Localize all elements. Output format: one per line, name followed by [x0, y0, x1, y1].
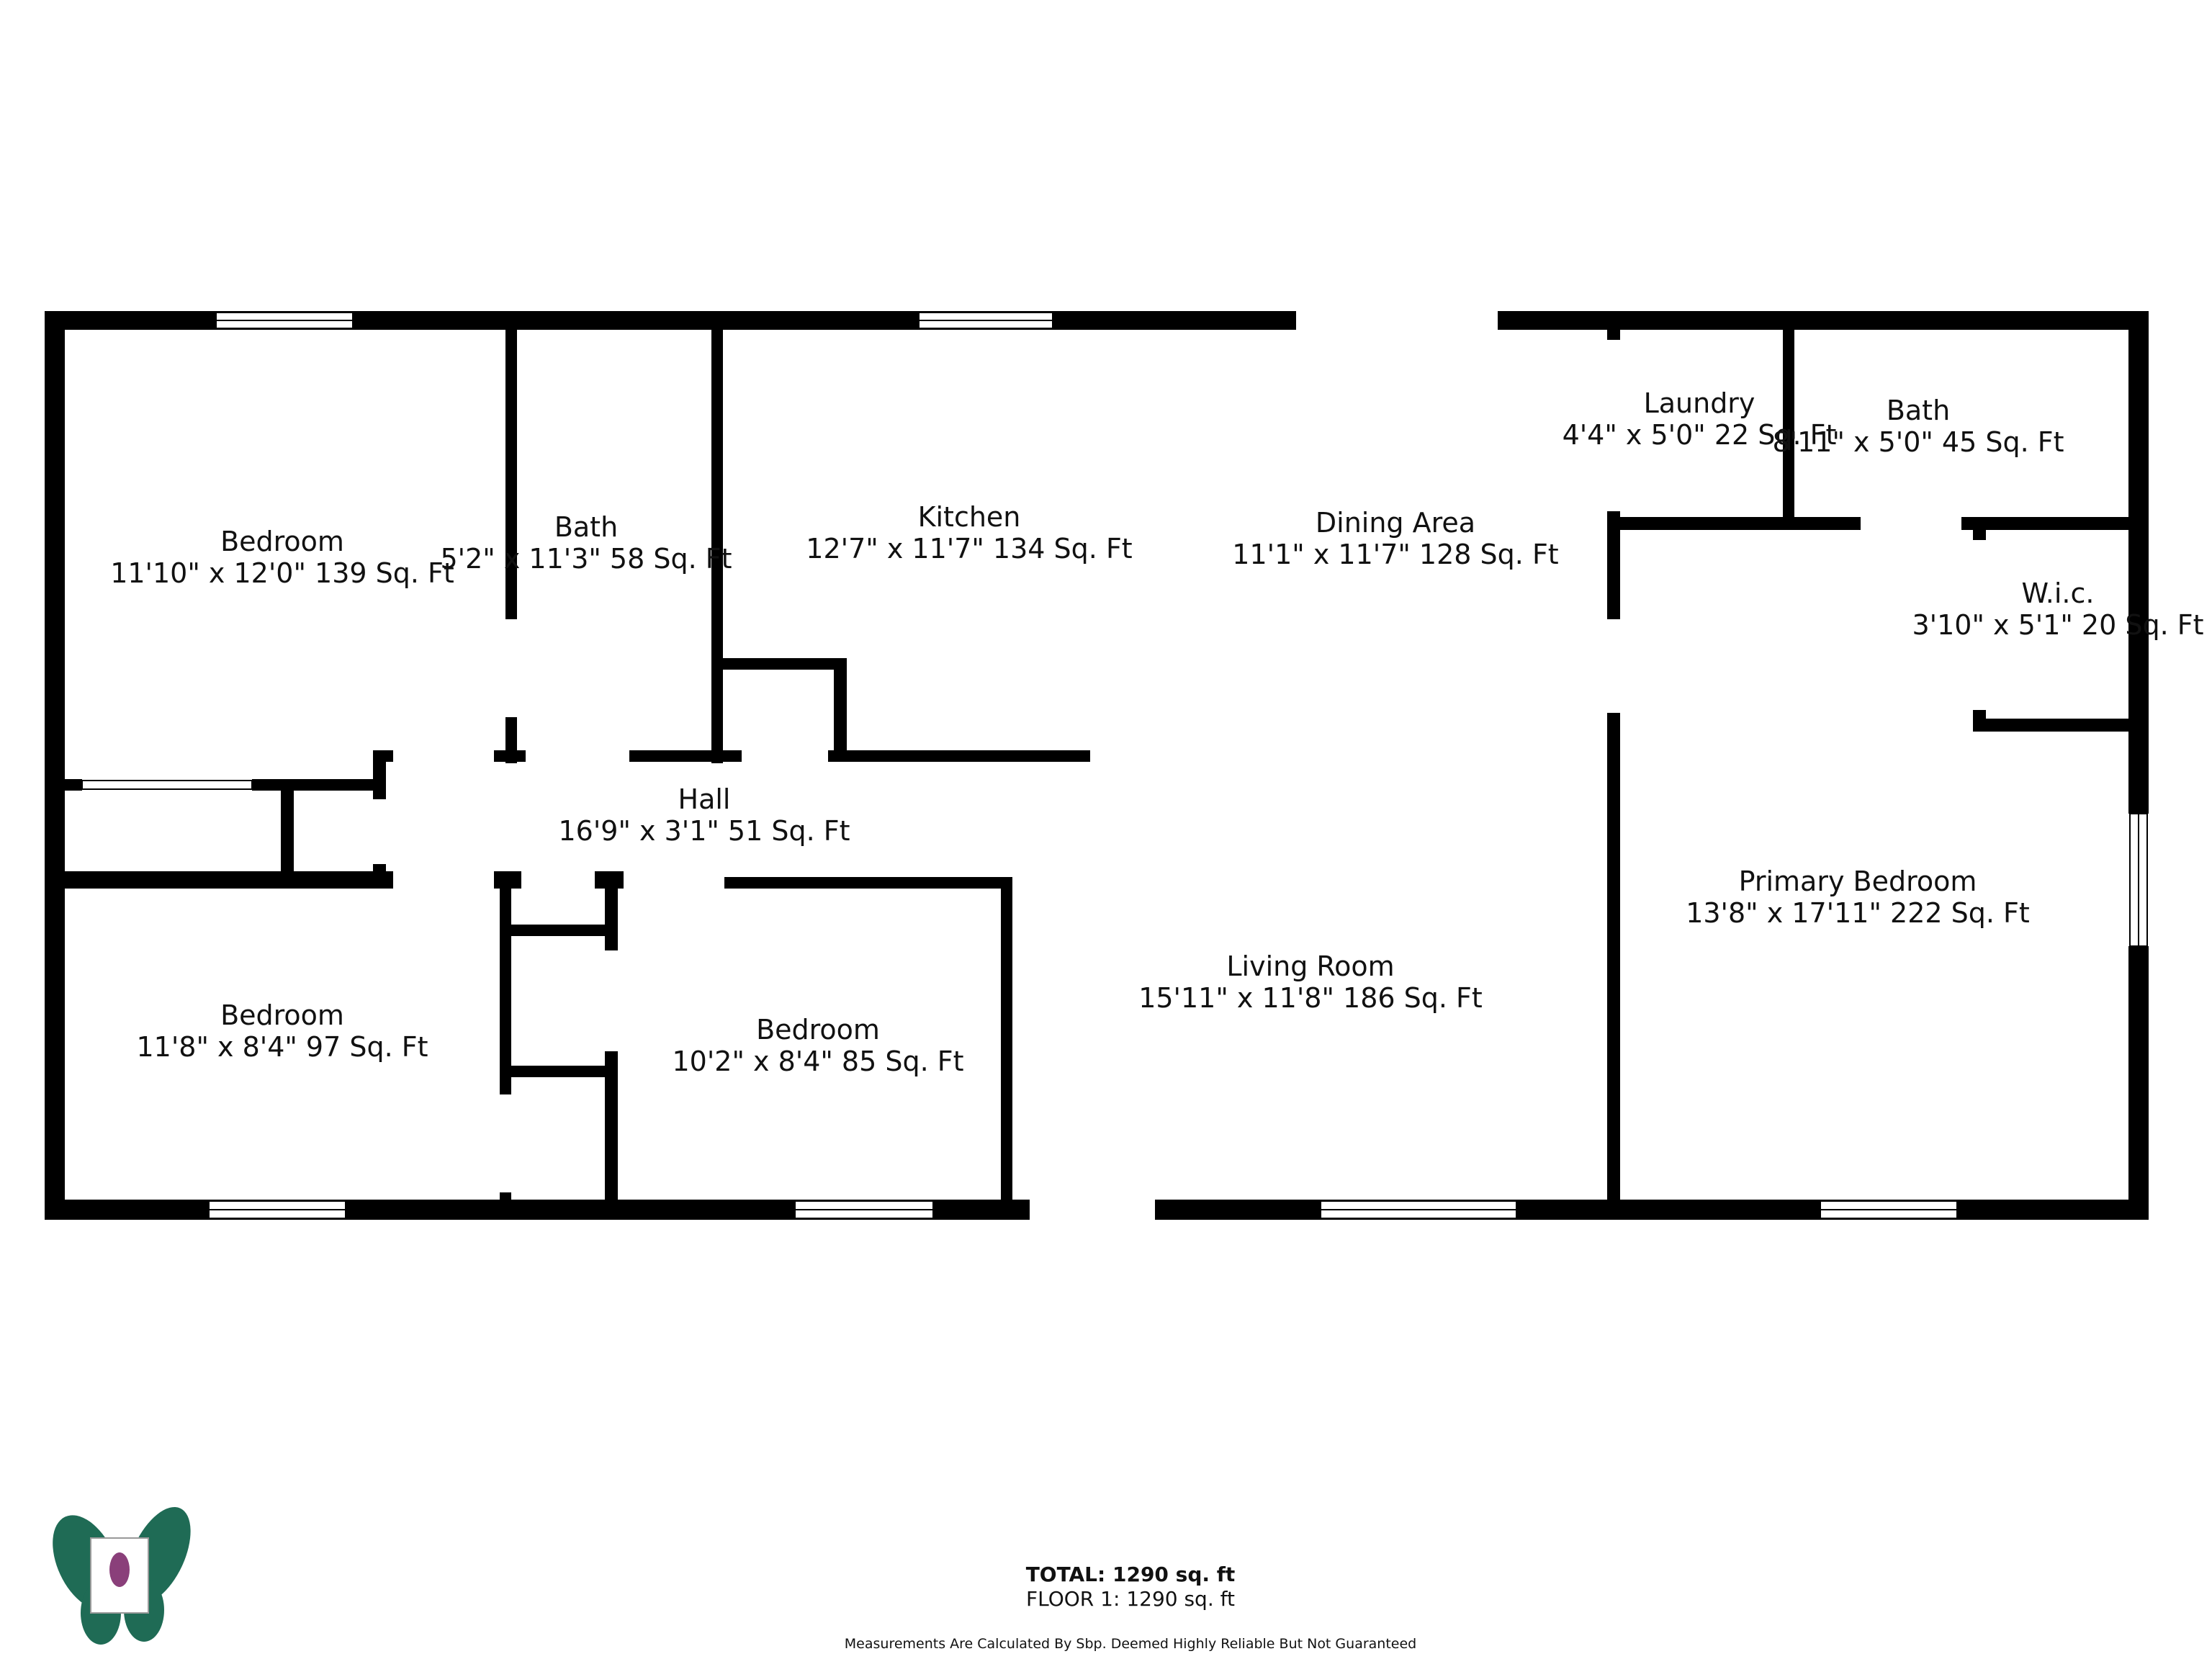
floor-area: FLOOR 1: 1290 sq. ft — [1026, 1587, 1235, 1611]
disclaimer: Measurements Are Calculated By Sbp. Deem… — [844, 1636, 1417, 1652]
windows — [81, 312, 2148, 1219]
logo-leaves — [53, 1506, 191, 1645]
room-label-wic: W.i.c.3'10" x 5'1" 20 Sq. Ft — [1912, 577, 2204, 641]
total-area: TOTAL: 1290 sq. ft — [1025, 1563, 1236, 1586]
